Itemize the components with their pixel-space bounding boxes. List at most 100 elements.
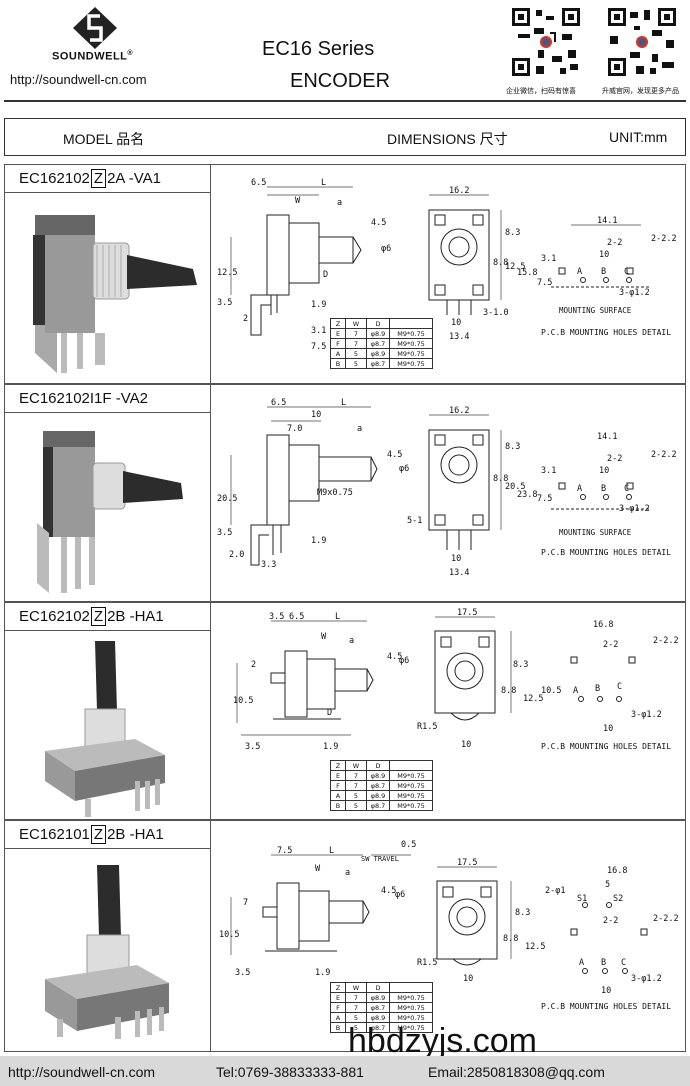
- svg-text:3.3: 3.3: [261, 560, 276, 570]
- svg-text:8.3: 8.3: [515, 908, 530, 918]
- footer-email[interactable]: Email:2850818308@qq.com: [428, 1064, 605, 1080]
- svg-text:16.8: 16.8: [607, 866, 627, 876]
- svg-text:12.5: 12.5: [525, 942, 545, 952]
- svg-text:17.5: 17.5: [457, 608, 477, 618]
- svg-text:10.5: 10.5: [233, 696, 253, 706]
- spec-cell: M9*0.75: [389, 358, 433, 369]
- header-url[interactable]: http://soundwell-cn.com: [10, 72, 147, 87]
- svg-text:7: 7: [243, 898, 248, 908]
- spec-header-cell: W: [345, 982, 367, 993]
- spec-cell: M9*0.75: [389, 348, 433, 359]
- brand-name: SOUNDWELL®: [52, 50, 134, 63]
- product-title: ENCODER: [290, 70, 391, 92]
- encoder-vertical-long-pins-icon: [37, 431, 183, 593]
- logo-icon: [73, 7, 117, 49]
- svg-text:1.9: 1.9: [311, 300, 326, 310]
- svg-text:L: L: [335, 612, 340, 622]
- svg-text:2-2: 2-2: [603, 916, 618, 926]
- qr-code-icon: [510, 6, 582, 78]
- spec-cell: B: [330, 358, 346, 369]
- svg-text:S2: S2: [613, 894, 623, 904]
- svg-text:7.5: 7.5: [277, 846, 292, 856]
- spec-cell: E: [330, 770, 346, 781]
- encoder-horizontal-switch-icon: [45, 865, 169, 1039]
- spec-cell: 5: [345, 358, 367, 369]
- svg-text:2-2.2: 2-2.2: [651, 234, 677, 244]
- svg-text:4.5: 4.5: [371, 218, 386, 228]
- footer-url[interactable]: http://soundwell-cn.com: [8, 1064, 156, 1080]
- svg-text:0.5: 0.5: [401, 840, 416, 850]
- spec-cell: 7: [345, 1002, 367, 1013]
- svg-text:10: 10: [463, 974, 473, 984]
- svg-text:3-φ1.2: 3-φ1.2: [631, 710, 662, 720]
- svg-text:2: 2: [243, 314, 248, 324]
- svg-text:SW TRAVEL: SW TRAVEL: [361, 855, 399, 863]
- spec-cell: F: [330, 1002, 346, 1013]
- spec-cell: φ8.9: [366, 770, 390, 781]
- svg-text:2-φ1: 2-φ1: [545, 886, 565, 896]
- svg-text:2-2: 2-2: [607, 238, 622, 248]
- svg-text:23.8: 23.8: [517, 490, 537, 500]
- spec-cell: M9*0.75: [389, 338, 433, 349]
- spec-cell: φ8.7: [366, 338, 390, 349]
- svg-text:6.5: 6.5: [289, 612, 304, 622]
- product-photo: [5, 193, 211, 383]
- svg-text:MOUNTING SURFACE: MOUNTING SURFACE: [559, 306, 632, 315]
- svg-text:10: 10: [599, 250, 609, 260]
- unit-label: UNIT:mm: [609, 129, 668, 145]
- svg-text:R1.5: R1.5: [417, 958, 437, 968]
- spec-cell: B: [330, 800, 346, 811]
- svg-text:L: L: [341, 398, 346, 408]
- spec-cell: M9*0.75: [389, 328, 433, 339]
- spec-header-cell: Z: [330, 318, 346, 329]
- spec-cell: φ8.9: [366, 992, 390, 1003]
- model-column-label: MODEL 品名: [63, 131, 145, 147]
- spec-cell: E: [330, 992, 346, 1003]
- spec-cell: φ8.7: [366, 800, 390, 811]
- svg-text:10.5: 10.5: [541, 686, 561, 696]
- svg-text:3.5: 3.5: [217, 298, 232, 308]
- spec-header-cell: Z: [330, 982, 346, 993]
- svg-text:S1: S1: [577, 894, 587, 904]
- svg-text:C: C: [624, 484, 629, 494]
- svg-text:2-2.2: 2-2.2: [653, 914, 679, 924]
- svg-text:B: B: [601, 958, 606, 968]
- svg-text:3.5: 3.5: [269, 612, 284, 622]
- svg-text:10.5: 10.5: [219, 930, 239, 940]
- spec-cell: φ8.9: [366, 328, 390, 339]
- svg-text:B: B: [595, 684, 600, 694]
- svg-text:3.1: 3.1: [311, 326, 326, 336]
- svg-text:10: 10: [461, 740, 471, 750]
- svg-text:5: 5: [605, 880, 610, 890]
- svg-text:a: a: [349, 636, 354, 646]
- qr-code-icon: [606, 6, 678, 78]
- svg-text:A: A: [573, 686, 578, 696]
- svg-text:20.5: 20.5: [505, 482, 525, 492]
- series-title: EC16 Series: [262, 38, 375, 60]
- spec-cell: 5: [345, 800, 367, 811]
- spec-cell: M9*0.75: [389, 800, 433, 811]
- spec-cell: A: [330, 790, 346, 801]
- svg-text:1.9: 1.9: [323, 742, 338, 752]
- svg-text:4.5: 4.5: [387, 450, 402, 460]
- svg-text:8.8: 8.8: [501, 686, 516, 696]
- svg-text:3.5: 3.5: [217, 528, 232, 538]
- svg-text:16.2: 16.2: [449, 186, 469, 196]
- svg-text:A: A: [577, 484, 582, 494]
- svg-text:R1.5: R1.5: [417, 722, 437, 732]
- svg-text:1.9: 1.9: [315, 968, 330, 978]
- spec-header-cell: D: [366, 318, 390, 329]
- svg-text:16.8: 16.8: [593, 620, 613, 630]
- spec-cell: M9*0.75: [389, 1012, 433, 1023]
